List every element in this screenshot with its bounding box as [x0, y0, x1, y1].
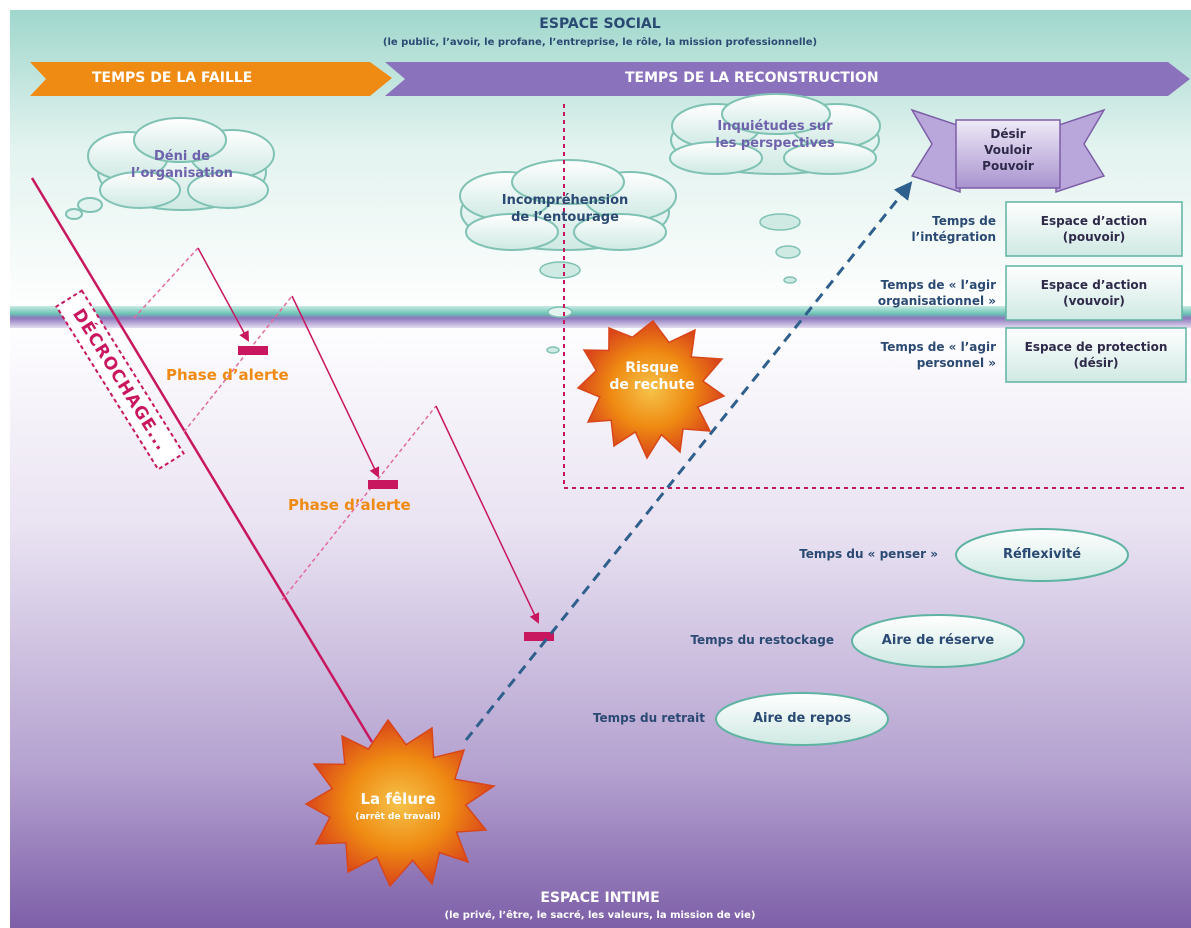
banner-faille-label: TEMPS DE LA FAILLE: [92, 70, 253, 86]
box-protection-desir: [1005, 327, 1187, 383]
time-agir-organisationnel: Temps de « l’agir organisationnel »: [877, 278, 996, 308]
intimate-space-subtitle: (le privé, l’être, le sacré, les valeurs…: [444, 910, 756, 921]
cloud-inquietudes: [669, 93, 881, 175]
alert-path: [133, 247, 540, 624]
time-penser: Temps du « penser »: [799, 547, 938, 561]
cloud-deni-label: Déni de l’organisation: [131, 149, 233, 181]
cloud-inquietudes-label: Inquiétudes sur les perspectives: [715, 119, 835, 151]
box-protection-desir-label: Espace de protection (désir): [1024, 340, 1168, 370]
rechute-label: Risque de rechute: [609, 360, 695, 393]
alert-marker: [238, 346, 268, 355]
felure-label: La fêlure: [360, 790, 436, 808]
cloud-bubble: [783, 276, 797, 284]
banner-reconstruction: [385, 62, 1190, 96]
cloud-bubble: [759, 213, 801, 231]
ribbon-right-tail: [1055, 108, 1106, 194]
box-action-pouvoir-label: Espace d’action (pouvoir): [1040, 214, 1148, 244]
time-agir-personnel: Temps de « l’agir personnel »: [880, 340, 996, 370]
desire-banner: [955, 119, 1061, 189]
cloud-bubble: [65, 208, 83, 220]
cloud-bubble: [547, 306, 573, 318]
oval-repos: [715, 692, 889, 746]
oval-reflexivite-label: Réflexivité: [1002, 547, 1082, 562]
cloud-bubble: [77, 197, 103, 213]
banner-reconstruction-label: TEMPS DE LA RECONSTRUCTION: [625, 70, 879, 86]
ribbon-left-tail: [910, 108, 961, 194]
time-retrait: Temps du retrait: [592, 711, 705, 725]
desire-banner-label: Désir Vouloir Pouvoir: [982, 127, 1034, 173]
time-integration: Temps de l’intégration: [911, 214, 996, 244]
banner-faille: [30, 62, 392, 96]
alert-marker: [524, 632, 554, 641]
time-restockage: Temps du restockage: [690, 633, 834, 647]
decrochage-line: [30, 177, 374, 743]
felure-burst: [304, 718, 496, 888]
felure-sublabel: (arrêt de travail): [355, 812, 441, 822]
intimate-space-title: ESPACE INTIME: [540, 890, 660, 906]
oval-reserve: [851, 614, 1025, 668]
alert-label-2: Phase d’alerte: [288, 496, 411, 514]
social-space-subtitle: (le public, l’avoir, le profane, l’entre…: [382, 37, 818, 48]
oval-repos-label: Aire de repos: [752, 711, 852, 726]
rechute-burst: [576, 319, 726, 460]
cloud-bubble: [546, 346, 560, 354]
cloud-incomprehension-label: Incompréhension de l’entourage: [501, 193, 629, 225]
oval-reserve-label: Aire de réserve: [881, 633, 995, 648]
box-action-pouvoir: [1005, 201, 1183, 257]
cloud-bubble: [775, 245, 801, 259]
social-space-title: ESPACE SOCIAL: [539, 16, 661, 32]
alert-label-1: Phase d’alerte: [166, 366, 289, 384]
oval-reflexivite: [955, 528, 1129, 582]
cloud-bubble: [539, 261, 581, 279]
box-action-vouvoir: [1005, 265, 1183, 321]
cloud-deni: [87, 117, 275, 211]
box-action-vouvoir-label: Espace d’action (vouvoir): [1040, 278, 1148, 308]
alert-marker: [368, 480, 398, 489]
